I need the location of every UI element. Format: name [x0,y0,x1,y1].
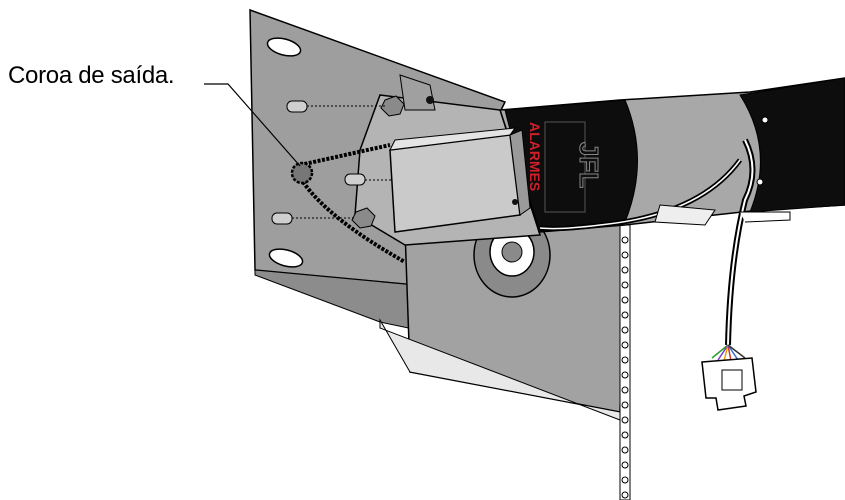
stud-mid [344,173,366,186]
dotted-guides [292,105,392,219]
brand-subtitle: ALARMES [527,122,543,191]
hanging-chain [619,224,631,500]
brand-label: JFL ALARMES [527,121,605,213]
callout-leader [204,83,301,167]
side-rod [740,211,791,223]
control-box [389,127,531,233]
studs [271,95,405,229]
callout-label: Coroa de saída. [8,62,175,89]
drive-chain [299,143,406,264]
stud-bottom [271,212,293,225]
brand-logo: JFL [574,142,604,188]
side-bracket [654,204,716,226]
connector [701,357,757,411]
power-cable [539,138,756,346]
output-crown [290,161,314,185]
slot-bottom [268,248,304,268]
nut-bottom [351,207,376,229]
nut-top [380,95,405,117]
wire-bundle [711,344,746,362]
slot-top [266,37,302,57]
stud-top [286,100,308,113]
